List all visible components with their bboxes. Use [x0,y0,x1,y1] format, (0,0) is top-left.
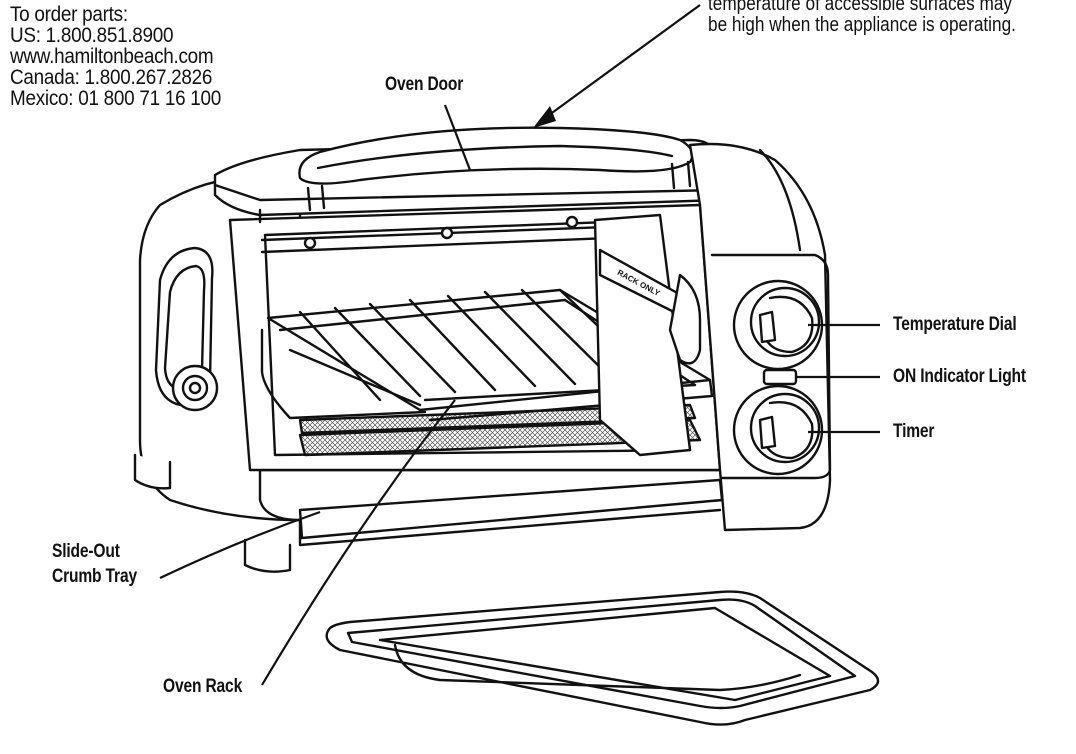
order-parts-heading: To order parts: [10,3,128,26]
temperature-dial-drawing [732,279,824,371]
left-hinge-knob [171,364,219,412]
order-parts-info: To order parts: US: 1.800.851.8900 www.h… [10,4,271,109]
label-oven-door: Oven Door [385,74,464,95]
mexico-phone: Mexico: 01 800 71 16 100 [10,87,222,110]
baking-pan-drawing [325,590,880,726]
oven-door-leader [443,104,472,171]
crumb-tray-leader [159,510,321,579]
label-crumb-tray: Crumb Tray [52,566,137,587]
left-front-foot [133,453,172,490]
caution-line-1: temperature of accessible surfaces may [708,0,1013,15]
timer-dial-drawing [732,384,824,476]
label-on-indicator-light: ON Indicator Light [893,366,1026,387]
canada-phone: Canada: 1.800.267.2826 [10,66,213,89]
label-oven-rack: Oven Rack [163,676,243,697]
right-front-foot [243,538,292,573]
website: www.hamiltonbeach.com [10,45,214,68]
caution-arrow-head [533,106,556,128]
on-indicator-light-drawing [762,368,798,386]
lower-heating-element [298,418,702,457]
label-slide-out: Slide-Out [52,541,120,562]
label-temperature-dial: Temperature Dial [893,314,1017,335]
caution-text: temperature of accessible surfaces may b… [708,0,1052,36]
caution-line-2: be high when the appliance is operating. [708,14,1016,36]
us-phone: US: 1.800.851.8900 [10,24,174,47]
label-timer: Timer [893,421,935,442]
caution-arrow-line [544,4,701,119]
oven-rack-leader [261,399,456,686]
